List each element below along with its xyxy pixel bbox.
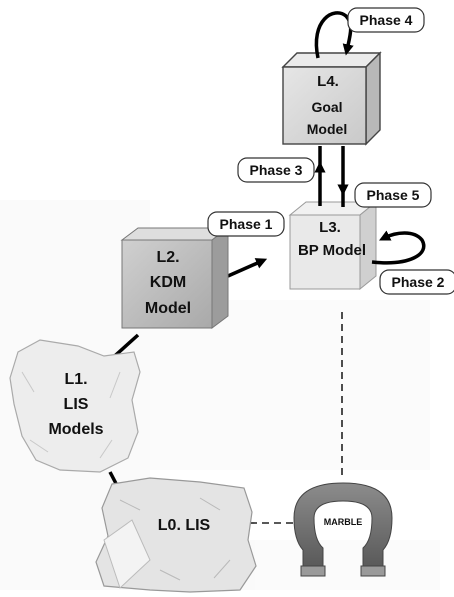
marble-logo-text: MARBLE — [324, 517, 363, 527]
l2-label-line3: Model — [145, 300, 191, 317]
phase4-label: Phase 4 — [360, 12, 413, 28]
horseshoe-magnet-icon: MARBLE — [293, 482, 393, 577]
connector-l2-l3 — [227, 258, 268, 278]
l2-label-line1: L2. — [156, 249, 179, 266]
phase5-label: Phase 5 — [367, 187, 420, 203]
phase1-badge — [207, 211, 285, 237]
l1-lis-models-rock: L1. LIS Models — [9, 339, 141, 473]
phase1-label: Phase 1 — [220, 216, 273, 232]
l3-label-line1: L3. — [319, 219, 341, 236]
l1-label-line2: LIS — [64, 396, 89, 413]
phase2-loop-arrow — [371, 230, 426, 265]
l3-label-line2: BP Model — [298, 242, 366, 259]
phase4-loop-arrow — [314, 11, 354, 59]
l3-bp-model-cube: L3. BP Model — [288, 200, 378, 291]
l4-label-line1: L4. — [317, 73, 339, 90]
phase2-badge — [379, 269, 454, 295]
l1-label-line1: L1. — [64, 371, 87, 388]
l0-lis-rock: L0. LIS — [95, 477, 257, 593]
l4-label-line2: Goal — [311, 99, 342, 115]
l4-label-line3: Model — [307, 121, 347, 137]
l2-label-line2: KDM — [150, 274, 186, 291]
phase5-badge — [354, 182, 432, 208]
l4-goal-model-cube: L4. Goal Model — [281, 51, 382, 146]
phase3-badge — [237, 157, 315, 183]
l2-kdm-model-cube: L2. KDM Model — [120, 227, 230, 329]
phase4-badge — [347, 7, 425, 33]
phase2-label: Phase 2 — [392, 274, 445, 290]
phase3-label: Phase 3 — [250, 162, 303, 178]
l1-label-line3: Models — [48, 421, 103, 438]
l0-label: L0. LIS — [158, 517, 211, 534]
